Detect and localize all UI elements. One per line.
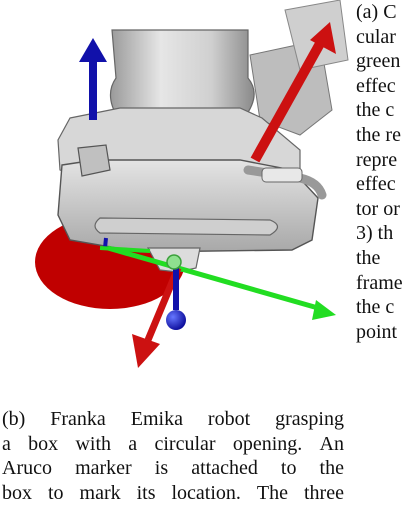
caption-word: Aruco (2, 457, 52, 479)
z-axis-arrowhead (79, 38, 107, 62)
caption-line: green (356, 50, 401, 73)
z-axis-ball (166, 310, 186, 330)
caption-line: the c (356, 296, 395, 319)
caption-word: attached (191, 457, 258, 479)
caption-line: the (356, 246, 381, 269)
frame-origin (166, 254, 182, 270)
caption-line: cular (356, 25, 396, 48)
caption-word: location. (171, 481, 241, 504)
caption-word: Franka (50, 408, 106, 430)
robot-grasp-figure (35, 0, 349, 368)
caption-word: with (75, 432, 112, 455)
caption-line: point (356, 320, 398, 343)
caption-word: the (319, 457, 344, 479)
robot-render (35, 0, 349, 368)
caption-word: The (256, 481, 289, 504)
caption-word: marker (75, 457, 132, 479)
x-axis-line (107, 245, 319, 311)
red-diagonal-arrowhead (310, 22, 336, 54)
caption-word: a (2, 432, 11, 455)
caption-line: a box with a circular opening. An (2, 432, 344, 457)
caption-line: (a) C (356, 1, 397, 23)
caption-line: effec (356, 74, 396, 97)
caption-word: Emika (130, 408, 183, 430)
caption-word: box (2, 481, 32, 504)
caption-line: box to mark its location. The three (2, 481, 344, 506)
caption-line: tor or (356, 197, 400, 220)
caption-line: the c (356, 99, 395, 122)
caption-word: opening. (232, 432, 303, 455)
caption-word: An (319, 432, 344, 455)
caption-word: to (280, 457, 297, 479)
caption-word: three (304, 481, 344, 504)
caption-line: (b) Franka Emika robot grasping (2, 407, 344, 432)
caption-word: is (154, 457, 169, 479)
caption-line: frame (356, 271, 403, 294)
caption-word: circular (154, 432, 216, 455)
caption-word: robot (207, 408, 251, 430)
caption-word: box (28, 432, 59, 455)
subfigure-a-caption: (a) C cular green effec the c the re rep… (356, 0, 406, 344)
caption-line: the re (356, 123, 401, 146)
x-axis-arrowhead (312, 300, 336, 320)
caption-line: Aruco marker is attached to the (2, 456, 344, 481)
y-axis-arrowhead (132, 334, 160, 368)
caption-word: to (47, 481, 64, 504)
caption-line: repre (356, 148, 398, 171)
caption-word: its (136, 481, 156, 504)
caption-word: grasping (275, 408, 344, 430)
caption-line: 3) th (356, 222, 394, 245)
caption-word: mark (79, 481, 121, 504)
caption-word: (b) (2, 408, 26, 430)
red-diagonal-axis (250, 37, 327, 163)
caption-word: a (128, 432, 138, 455)
caption-line: effec (356, 173, 396, 196)
subfigure-b-caption: (b) Franka Emika robot grasping a box wi… (2, 407, 344, 505)
